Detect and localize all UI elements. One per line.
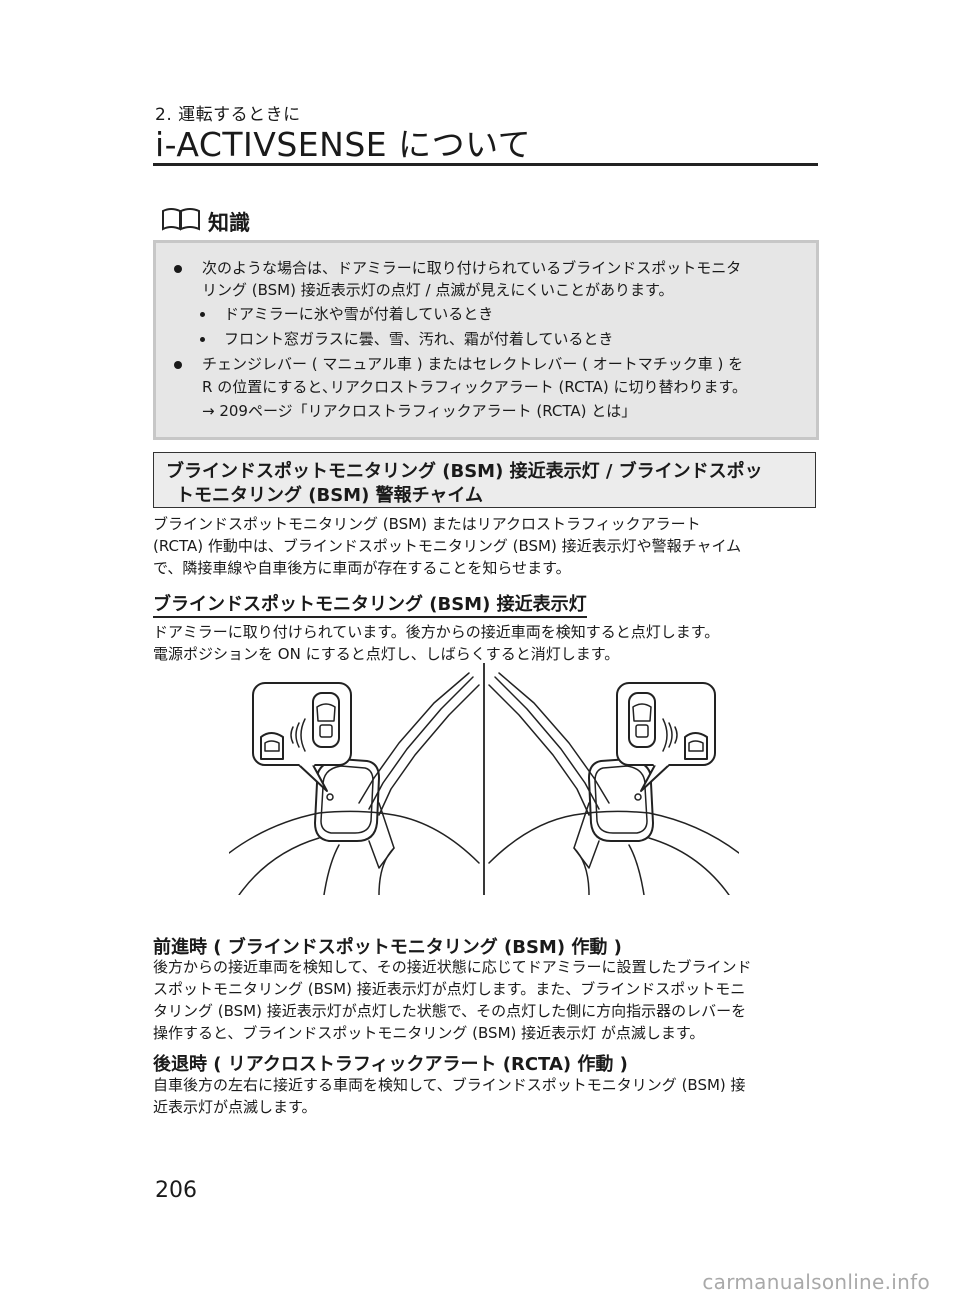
note-label: 知識 [208,211,250,235]
subsection-heading: 後退時 ( リアクロストラフィックアラート (RCTA) 作動 ) [153,1054,628,1075]
page-reference-link[interactable]: → 209ページ「リアクロストラフィックアラート (RCTA) とは」 [202,402,637,420]
section-heading-box: ブラインドスポットモニタリング (BSM) 接近表示灯 / ブラインドスポッ ト… [153,452,816,508]
note-item-2-line1: チェンジレバー ( マニュアル車 ) またはセレクトレバー ( オートマチック車… [202,355,744,373]
body-text: ブラインドスポットモニタリング (BSM) またはリアクロストラフィックアラート [153,515,701,533]
body-text: タリング (BSM) 接近表示灯が点灯した状態で、その点灯した側に方向指示器のレ… [153,1002,747,1020]
section-heading-line1: ブラインドスポットモニタリング (BSM) 接近表示灯 / ブラインドスポッ [166,461,763,482]
body-text: 自車後方の左右に接近する車両を検知して、ブラインドスポットモニタリング (BSM… [153,1076,746,1094]
page-title: i-ACTIVSENSE について [155,125,532,164]
note-item-1-line2: リング (BSM) 接近表示灯の点灯 / 点滅が見えにくいことがあります。 [202,281,674,299]
chapter-label: 2. 運転するときに [155,105,301,125]
body-text: 操作すると、ブラインドスポットモニタリング (BSM) 接近表示灯 が点滅します… [153,1024,705,1042]
book-icon [160,207,202,237]
door-mirror-illustration [228,662,740,896]
note-item-1-line1: 次のような場合は、ドアミラーに取り付けられているブラインドスポットモニタ [202,259,742,277]
section-heading-line2: トモニタリング (BSM) 警報チャイム [176,485,484,506]
bullet-dot [174,265,182,273]
sub-bullet-dot [200,337,205,342]
note-item-2-line2: R の位置にすると､リアクロストラフィックアラート (RCTA) に切り替わりま… [202,378,747,396]
title-divider [153,163,818,166]
note-subitem-1: ドアミラーに氷や雪が付着しているとき [224,305,494,323]
body-text: 近表示灯が点滅します。 [153,1098,317,1116]
sub-bullet-dot [200,312,205,317]
body-text: 後方からの接近車両を検知して、その接近状態に応じてドアミラーに設置したブラインド [153,958,752,976]
page-number: 206 [155,1178,197,1203]
note-subitem-2: フロント窓ガラスに曇、雪、汚れ、霜が付着しているとき [224,330,614,348]
body-text: で、隣接車線や自車後方に車両が存在することを知らせます。 [153,559,571,577]
body-text: ドアミラーに取り付けられています。後方からの接近車両を検知すると点灯します。 [153,623,720,641]
subsection-heading: 前進時 ( ブラインドスポットモニタリング (BSM) 作動 ) [153,937,622,958]
bullet-dot [174,361,182,369]
body-text: スポットモニタリング (BSM) 接近表示灯が点灯します。また、ブラインドスポッ… [153,980,746,998]
subsection-heading-text: ブラインドスポットモニタリング (BSM) 接近表示灯 [153,594,587,618]
subsection-heading: ブラインドスポットモニタリング (BSM) 接近表示灯 [153,590,587,618]
watermark: carmanualsonline.info [702,1270,930,1294]
note-box: 次のような場合は、ドアミラーに取り付けられているブラインドスポットモニタ リング… [153,240,819,440]
body-text: (RCTA) 作動中は、ブラインドスポットモニタリング (BSM) 接近表示灯や… [153,537,742,555]
note-heading: 知識 [160,207,250,237]
body-text: 電源ポジションを ON にすると点灯し、しばらくすると消灯します。 [153,645,620,663]
